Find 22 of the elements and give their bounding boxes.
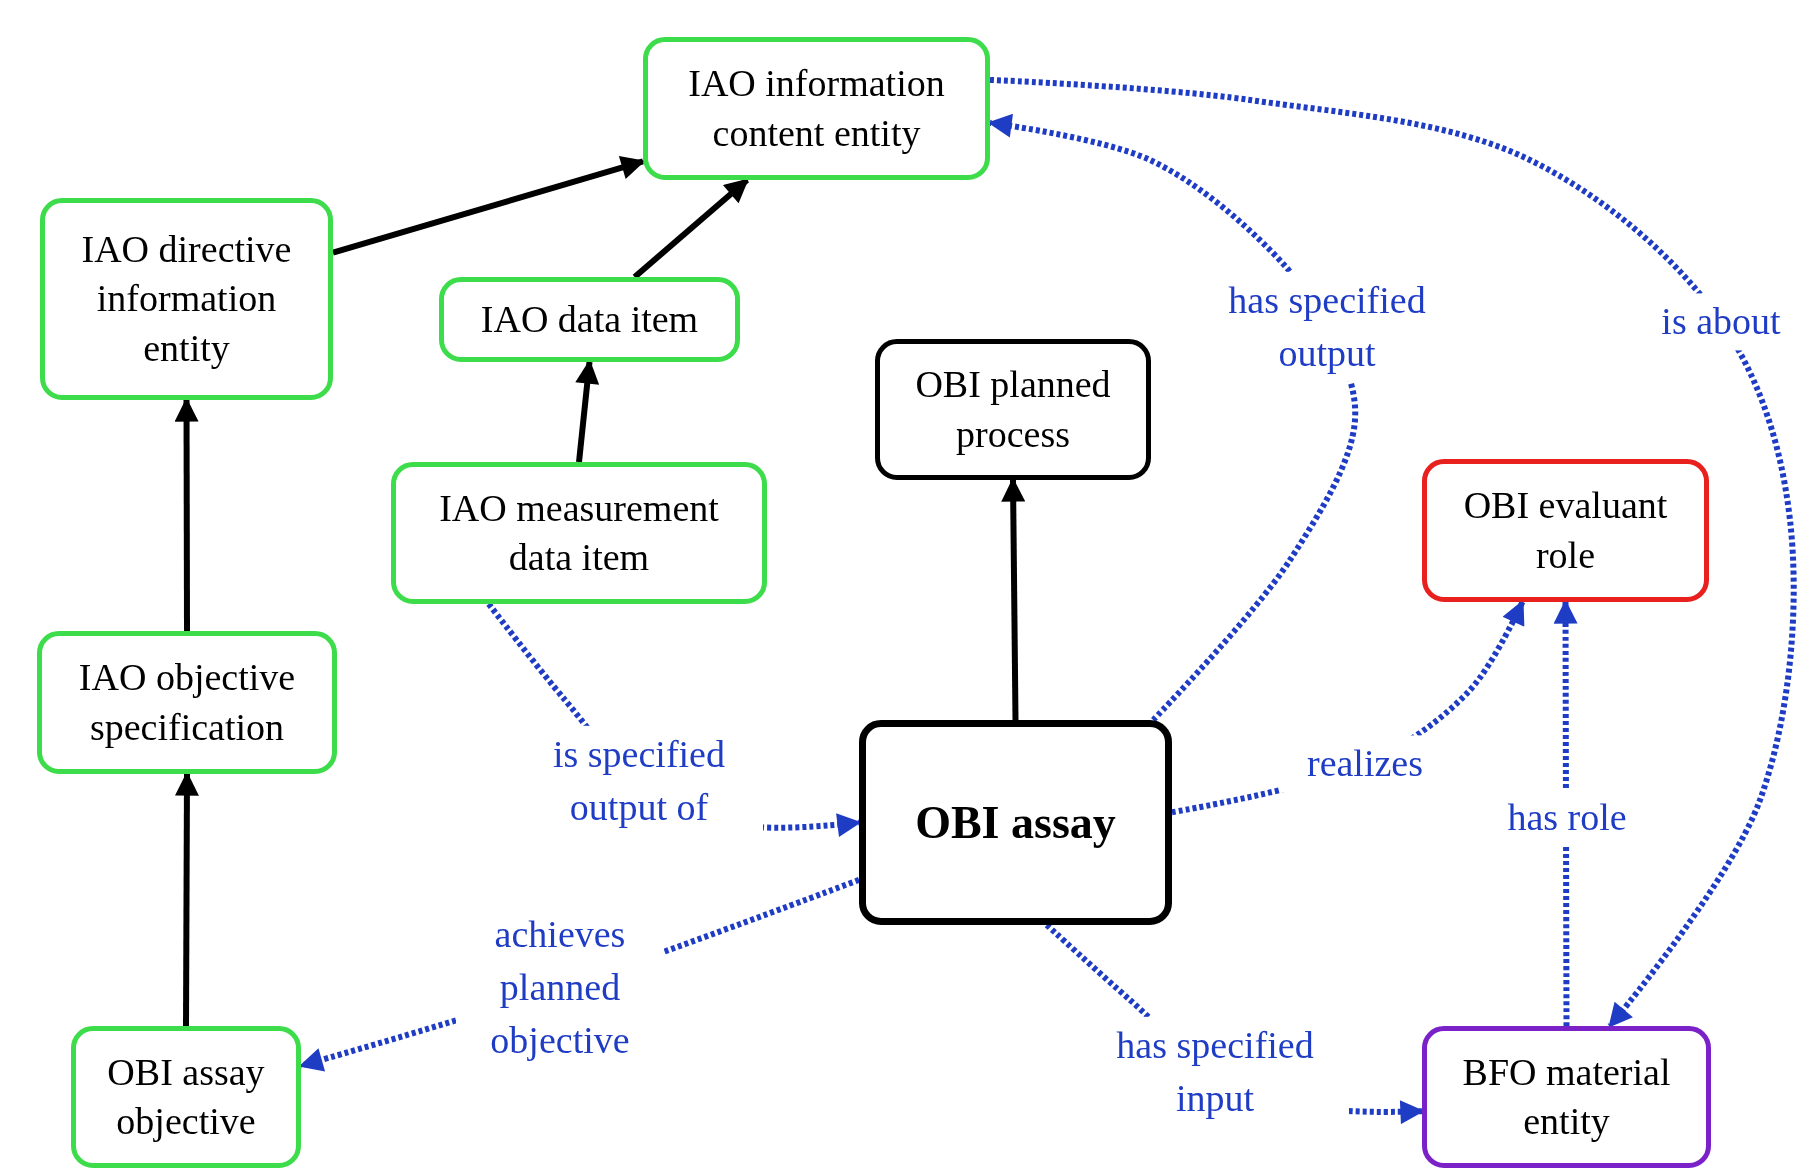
node-label: OBI evaluant role xyxy=(1462,483,1669,578)
class-box xyxy=(71,1026,301,1168)
node-label: BFO material entity xyxy=(1461,1049,1672,1144)
node-label: OBI planned process xyxy=(914,362,1112,457)
class-box xyxy=(1422,459,1709,602)
node-label: IAO data item xyxy=(480,296,699,342)
node-label: IAO directive information entity xyxy=(80,226,293,371)
class-box xyxy=(643,37,990,180)
class-box xyxy=(1422,1026,1711,1168)
node-label: OBI assay xyxy=(915,795,1116,850)
dotted-arrow xyxy=(989,76,1797,1028)
node-label: IAO objective specification xyxy=(77,655,297,750)
node-label: OBI assay objective xyxy=(106,1049,266,1144)
class-box xyxy=(875,339,1151,480)
node-label: IAO measurement data item xyxy=(438,485,720,580)
arrow xyxy=(332,156,646,256)
class-box xyxy=(439,277,740,362)
node-label: IAO information content entity xyxy=(687,61,946,156)
class-box xyxy=(40,198,333,400)
class-box xyxy=(391,462,767,604)
assay-box xyxy=(859,720,1172,925)
class-box xyxy=(37,631,337,774)
